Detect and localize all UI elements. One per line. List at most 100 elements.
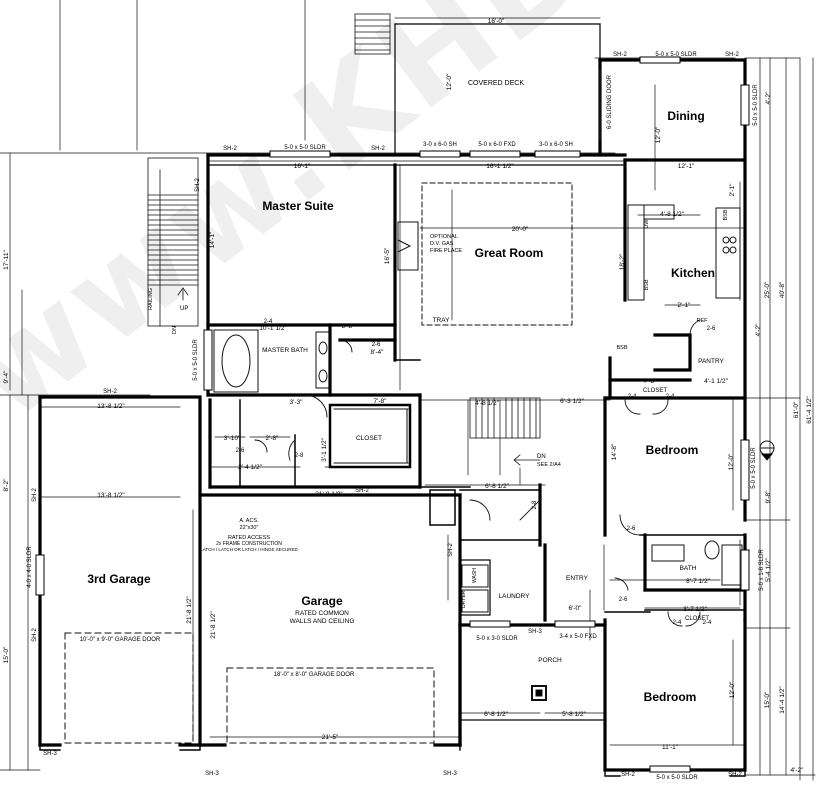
dim-great-room-top: 16'-1 1/2" [486,163,514,170]
dim-right-top: 4'-2" [791,767,805,774]
dim-right-total-3: 61'-0" [793,401,800,418]
dim-dining-width: 12'-1" [678,163,695,170]
opening-garage-door: 18'-0" x 8'-0" GARAGE DOOR [274,672,355,678]
opening-bedroom1-sldr: 5-0 x 5-0 SLDR [751,447,757,489]
label-fireplace-1: OPTIONAL [430,234,458,240]
dim-great-room-span: 20'-0" [512,226,529,233]
dim-garage-depth2: 21'-8 1/2" [210,611,217,639]
dim-lower-g: 7'-8" [374,398,388,405]
dim-right-bed2: 14'-4 1/2" [779,686,786,714]
dim-lower-left: 3'-10" [224,435,241,442]
label-entry: ENTRY [566,575,589,582]
opening-deck-sh-1: 3-0 x 6-0 SH [423,142,457,148]
door-d8: 2-6 [619,597,628,603]
label-bedroom-1: Bedroom [646,443,699,457]
dim-bedroom2-d: 12'-0" [729,681,736,698]
walls [38,23,747,772]
label-closet-bed2: CLOSET [685,616,709,622]
header-sh2-j: SH-2 [448,543,454,557]
dim-garage-w: 21'-8 1/2" [315,491,343,498]
dim-bath-w: 8'-7 1/2" [686,578,710,585]
label-attic-size: 22"x30" [240,525,259,531]
label-great-room: Great Room [475,246,544,260]
door-swings [254,69,701,627]
opening-dining-sldr: 5-0 x 5-0 SLDR [655,52,697,58]
dim-hall-w: 6'-3 1/2" [560,398,584,405]
dim-bedroom1-depth: 14'-8" [611,443,618,460]
dim-right-d: 4'-2" [755,323,762,337]
door-d3: 2-6 [236,448,245,454]
header-sh2-a: SH-2 [223,146,237,152]
kitchen-ref: REF [697,318,709,324]
header-sh2-k: SH-2 [621,772,635,778]
dim-right-total-1: 25'-0" [764,281,771,298]
door-d2: 2-6 [372,342,381,348]
header-sh2-h: SH-2 [32,488,38,502]
dim-garage-depth: 21'-8 1/2" [186,596,193,624]
opening-deck-fxd: 5-0 x 6-0 FXD [478,142,516,148]
header-sh2-c: SH-2 [613,52,627,58]
dim-lower-h: 8'-4" [371,349,385,356]
kitchen-appliance-labels: DW REF BSB BSB BSB [616,209,729,351]
label-rated-access-1: RATED ACCESS [228,535,270,541]
door-d5: 2-4 [666,394,675,400]
label-closet-master: CLOSET [356,435,382,442]
opening-dining-side-sldr: 5-0 x 5-0 SLDR [753,84,759,126]
header-sh2-i: SH-2 [32,628,38,642]
opening-bath-sldr: 5-0 x 1-6 SLDR [759,549,765,591]
dim-closet-w: 7'-8" [644,378,658,385]
opening-sliding-door: 6-0 SLIDING DOOR [607,74,613,129]
label-closet-bed1: CLOSET [643,388,667,394]
dim-bedroom1-w: 12'-0" [728,453,735,470]
dimension-labels: 16'-0" 12'-0" 16'-1" 16'-1 1/2" 12'-1" 2… [3,18,813,774]
dim-left-2: 9'-4" [3,370,10,384]
kitchen-bsb3: BSB [723,209,729,220]
dim-master-len: 16'-5" [384,247,391,264]
label-dn-see: DN [537,454,546,460]
label-garage-note-1: RATED COMMON [295,610,349,617]
opening-bedroom2-sldr: 5-0 x 5-0 SLDR [656,775,698,781]
opening-labels: 5-0 x 5-0 SLDR 5-0 x 5-0 SLDR 5-0 x 5-0 … [27,52,765,781]
dim-master-width: 16'-1" [294,163,311,170]
label-fireplace-3: FIRE PLACE [430,248,462,254]
door-labels: 2-4 2-6 2-6 2-4 2-4 2-6 2-8 2-6 2-4 2-4 … [236,319,716,626]
door-d9: 2-4 [673,620,682,626]
label-up: UP [180,306,188,312]
dim-left-3: 8'-2" [3,478,10,492]
door-d4: 2-4 [628,394,637,400]
dim-master-bath-w: 10'-1 1/2" [259,325,287,332]
dim-lower-e: 2'-4 1/2" [238,464,262,471]
dim-right-e: 4'-2" [765,91,772,105]
label-porch: PORCH [538,657,562,664]
label-covered-deck: COVERED DECK [468,80,524,87]
label-dn: DN [172,326,178,334]
dim-lower-f: 4'-8 1/2" [475,400,499,407]
door-d11: 2-6 [707,326,716,332]
opening-garage3-sldr: 4-0 x 4-0 SLDR [27,546,33,588]
dim-right-total-4: 61'-4 1/2" [806,396,813,424]
kitchen-dw: DW [644,219,650,229]
header-sh2-d: SH-2 [725,52,739,58]
header-sh2-g: SH-2 [355,488,369,494]
dim-top-deck: 16'-0" [488,18,505,25]
dim-lower-d: 3'-3" [290,399,304,406]
dim-right-c: 5'-4 1/2" [765,557,772,581]
dim-left-total: 17'-11" [3,249,10,269]
dim-right-bed: 15'-0" [764,691,771,708]
header-sh2-e: SH-2 [103,389,117,395]
dim-master-hall: 5'-8" [342,323,356,330]
header-sh2-f: SH-2 [195,178,201,192]
label-master-suite: Master Suite [262,199,334,213]
wall-bracket-marks [39,739,746,777]
dim-lower-c: 3'-1 1/2" [321,437,328,461]
header-labels: SH-2 SH-2 SH-2 SH-2 SH-2 SH-2 SH-2 SH-2 … [32,52,742,778]
dim-bedroom2-w: 11'-1" [662,744,679,751]
label-attic: A. ACS. [239,518,259,524]
kitchen-bsb: BSB [644,279,650,290]
label-dining: Dining [667,109,704,123]
dim-stair-w: 6'-8 1/2" [485,483,509,490]
stairs [147,13,541,466]
label-bedroom-2: Bedroom [644,690,697,704]
label-bath: BATH [680,565,697,572]
